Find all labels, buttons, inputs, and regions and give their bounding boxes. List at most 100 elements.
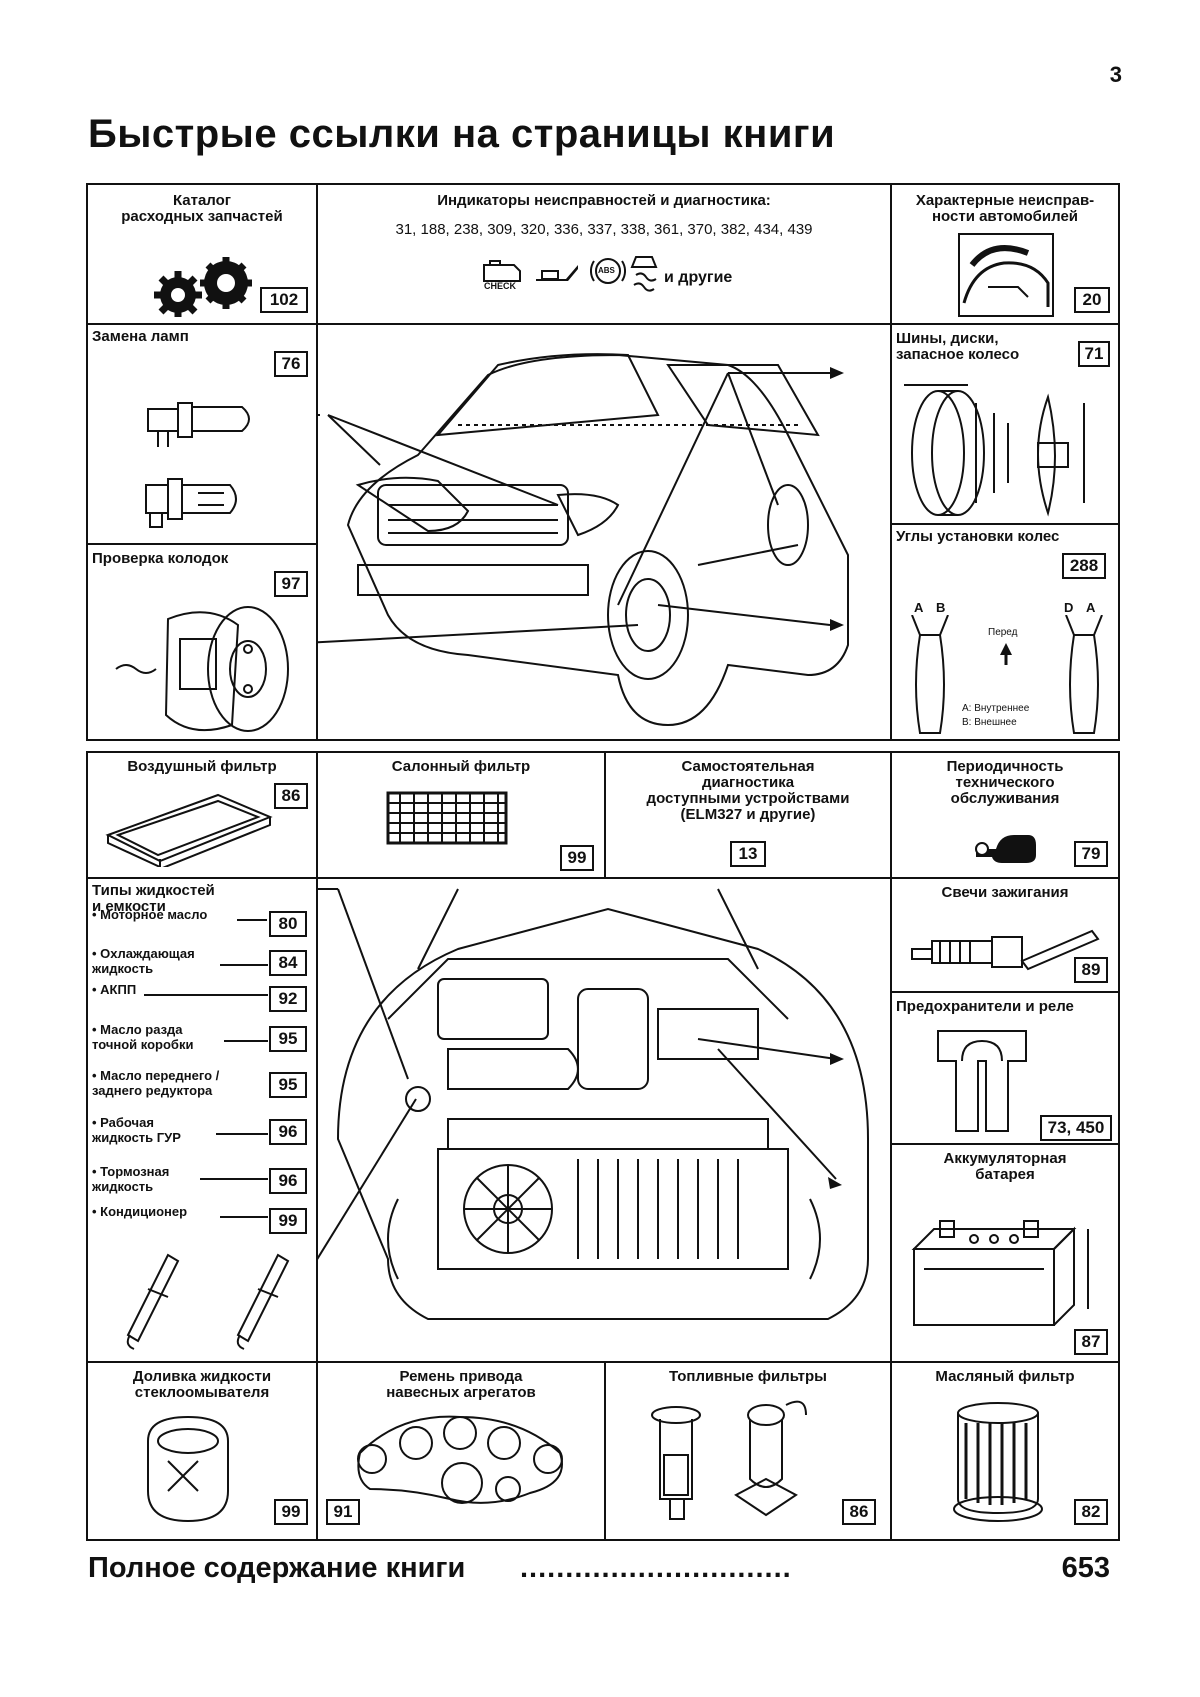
fluid-atf-label: • АКПП (92, 982, 137, 997)
faults-cell[interactable]: Характерные неисправ- ности автомобилей … (890, 183, 1120, 325)
oil-filter-page-box[interactable]: 82 (1074, 1499, 1108, 1525)
air-filter-page-box[interactable]: 86 (274, 783, 308, 809)
washer-cell[interactable]: Доливка жидкости стеклоомывателя 99 (86, 1361, 318, 1541)
maintenance-title-line3: обслуживания (950, 790, 1060, 807)
tires-page-box[interactable]: 71 (1078, 341, 1110, 367)
fluid-coolant-page-box[interactable]: 84 (269, 950, 307, 976)
fluid-ps-label-l2: жидкость ГУР (92, 1130, 181, 1145)
self-diagnostics-cell[interactable]: Самостоятельная диагностика доступными у… (604, 751, 892, 879)
tires-title-line1: Шины, диски, (896, 330, 999, 347)
suv-front-drawing (318, 353, 849, 727)
brakes-title: Проверка колодок (92, 550, 229, 567)
catalog-title-line2: расходных запчастей (121, 208, 283, 225)
oil-filter-cell[interactable]: Масляный фильтр 82 (890, 1361, 1120, 1541)
fluid-ps-page-box[interactable]: 96 (269, 1119, 307, 1145)
belt-cell[interactable]: Ремень привода навесных агрегатов 91 (316, 1361, 606, 1541)
brake-caliper-icon (115, 606, 289, 732)
washer-title-line2: стеклоомывателя (134, 1384, 270, 1401)
self-diag-page-box[interactable]: 13 (730, 841, 766, 867)
spark-plugs-title: Свечи зажигания (941, 884, 1069, 901)
alignment-cell[interactable]: Углы установки колес 288 A B D A Перед A… (890, 523, 1120, 741)
indicators-cell[interactable]: Индикаторы неисправностей и диагностика:… (316, 183, 892, 325)
fluid-row-differential[interactable]: • Масло переднего /заднего редуктора 95 (92, 1068, 307, 1104)
page-number: 3 (1109, 62, 1122, 87)
cabin-filter-page-box[interactable]: 99 (560, 845, 594, 871)
dipstick-icon (126, 1253, 290, 1350)
lamps-cell[interactable]: Замена ламп 76 (86, 323, 318, 545)
fluid-diff-label-l1: • Масло переднего / (92, 1068, 220, 1083)
fluid-atf-page-box[interactable]: 92 (269, 986, 307, 1012)
fluid-coolant-label-l2: жидкость (92, 961, 154, 976)
fluid-brake-page-box[interactable]: 96 (269, 1168, 307, 1194)
lamps-title: Замена ламп (92, 328, 189, 345)
fluid-row-engine-oil[interactable]: • Моторное масло 80 (92, 907, 307, 943)
fluid-transfer-label-l1: • Масло разда (92, 1022, 183, 1037)
indicators-title: Индикаторы неисправностей и диагностика: (437, 192, 771, 209)
alignment-label-a-right: A (1086, 600, 1096, 615)
self-diag-title-line3: доступными устройствами (646, 790, 850, 807)
fuses-page-box[interactable]: 73, 450 (1040, 1115, 1112, 1141)
lamps-page-box[interactable]: 76 (274, 351, 308, 377)
fuses-cell[interactable]: Предохранители и реле 73, 450 (890, 991, 1120, 1145)
fuel-filters-cell[interactable]: Топливные фильтры 86 (604, 1361, 892, 1541)
tires-cell[interactable]: Шины, диски, запасное колесо 71 (890, 323, 1120, 525)
faults-page-box[interactable]: 20 (1074, 287, 1110, 313)
fluid-brake-label-l2: жидкость (92, 1179, 154, 1194)
full-contents-link[interactable]: Полное содержание книги (88, 1552, 466, 1584)
car-fault-icon (958, 233, 1054, 317)
air-filter-icon (105, 793, 273, 867)
battery-page-box[interactable]: 87 (1074, 1329, 1108, 1355)
washer-page-box[interactable]: 99 (274, 1499, 308, 1525)
maintenance-cell[interactable]: Периодичность технического обслуживания … (890, 751, 1120, 879)
engine-check-icon (483, 260, 521, 282)
cabin-filter-icon (386, 791, 508, 845)
spark-plug-icon (911, 929, 1100, 971)
self-diag-title-line2: диагностика (701, 774, 795, 791)
faults-title-line1: Характерные неисправ- (915, 192, 1095, 209)
air-filter-cell[interactable]: Воздушный фильтр 86 (86, 751, 318, 879)
battery-cell[interactable]: Аккумуляторная батарея 87 (890, 1143, 1120, 1363)
fluid-diff-label-l2: заднего редуктора (92, 1083, 213, 1098)
fluid-row-ac[interactable]: • Кондиционер 99 (92, 1204, 307, 1240)
fluid-row-atf[interactable]: • АКПП 92 (92, 982, 307, 1018)
indicators-pages: 31, 188, 238, 309, 320, 336, 337, 338, 3… (395, 221, 813, 238)
battery-icon (911, 1220, 1089, 1326)
fluid-transfer-page-box[interactable]: 95 (269, 1026, 307, 1052)
full-contents-page[interactable]: 653 (1061, 1552, 1110, 1584)
cabin-filter-cell[interactable]: Салонный фильтр 99 (316, 751, 606, 879)
fuel-filters-page-box[interactable]: 86 (842, 1499, 876, 1525)
maintenance-title-line2: технического (955, 774, 1055, 791)
belt-page-box[interactable]: 91 (326, 1499, 360, 1525)
fluid-coolant-label-l1: • Охлаждающая (92, 946, 195, 961)
spark-plugs-page-box[interactable]: 89 (1074, 957, 1108, 983)
fluid-diff-page-box[interactable]: 95 (269, 1072, 307, 1098)
alignment-label-a-left: A (914, 600, 924, 615)
fluid-transfer-label-l2: точной коробки (92, 1037, 194, 1052)
spark-plugs-cell[interactable]: Свечи зажигания 89 (890, 877, 1120, 993)
alignment-page-box[interactable]: 288 (1062, 553, 1106, 579)
air-filter-title: Воздушный фильтр (127, 758, 277, 775)
brakes-page-box[interactable]: 97 (274, 571, 308, 597)
self-diag-title-line1: Самостоятельная (681, 758, 815, 775)
oil-filter-title: Масляный фильтр (935, 1368, 1075, 1385)
maintenance-title-line1: Периодичность (946, 758, 1064, 775)
fuse-icon (937, 1030, 1027, 1132)
drive-belt-icon (357, 1415, 563, 1504)
cabin-filter-title: Салонный фильтр (391, 758, 531, 775)
fluid-engine-oil-page-box[interactable]: 80 (269, 911, 307, 937)
catalog-page-box[interactable]: 102 (260, 287, 308, 313)
wheel-alignment-icon (911, 615, 1103, 734)
brakes-cell[interactable]: Проверка колодок 97 (86, 543, 318, 741)
catalog-cell[interactable]: Каталог расходных запчастей 102 (86, 183, 318, 325)
self-diag-title-line4: (ELM327 и другие) (680, 806, 816, 823)
alignment-legend-a: A: Внутреннее (962, 703, 1030, 714)
fluid-ac-page-box[interactable]: 99 (269, 1208, 307, 1234)
headlamp-bulbs-icon (145, 402, 250, 528)
alignment-legend-b: B: Внешнее (962, 717, 1017, 728)
belt-title-line1: Ремень привода (399, 1368, 523, 1385)
maintenance-page-box[interactable]: 79 (1074, 841, 1108, 867)
